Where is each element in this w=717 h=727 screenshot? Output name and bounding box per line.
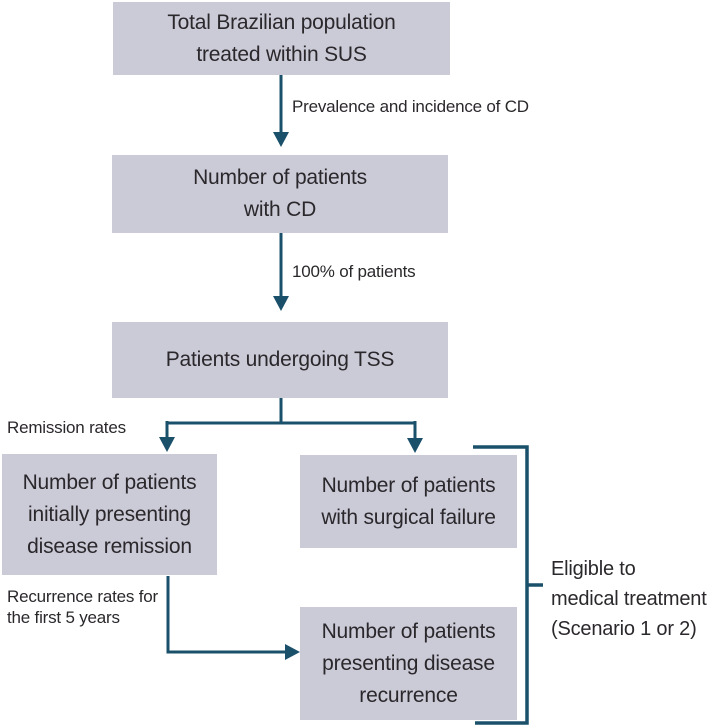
box-disease-remission: Number of patients initially presenting … [2,454,217,575]
arrowhead-population-to-cd [273,132,289,147]
elbow-line-remission-to-recurrence [166,576,286,654]
box-surgical-failure: Number of patients with surgical failure [300,455,517,548]
arrowhead-to-recurrence-box [285,644,300,660]
edge-label-remission-rates: Remission rates [7,418,126,437]
arrowhead-cd-to-tss [273,296,289,311]
arrowhead-to-surgical-failure-box [407,438,423,453]
arrowhead-to-remission-box [159,437,175,452]
bracket-label-eligible-treatment: Eligible to medical treatment (Scenario … [551,558,707,640]
edge-label-recurrence-rates: Recurrence rates for the first 5 years [7,587,158,627]
edge-label-prevalence: Prevalence and incidence of CD [292,97,529,116]
box-disease-recurrence: Number of patients presenting disease re… [300,607,517,720]
box-patients-with-cd: Number of patients with CD [112,155,448,233]
box-patients-undergoing-tss: Patients undergoing TSS [112,322,448,398]
edge-label-percent-patients: 100% of patients [292,262,416,281]
box-total-population: Total Brazilian population treated withi… [113,2,450,75]
